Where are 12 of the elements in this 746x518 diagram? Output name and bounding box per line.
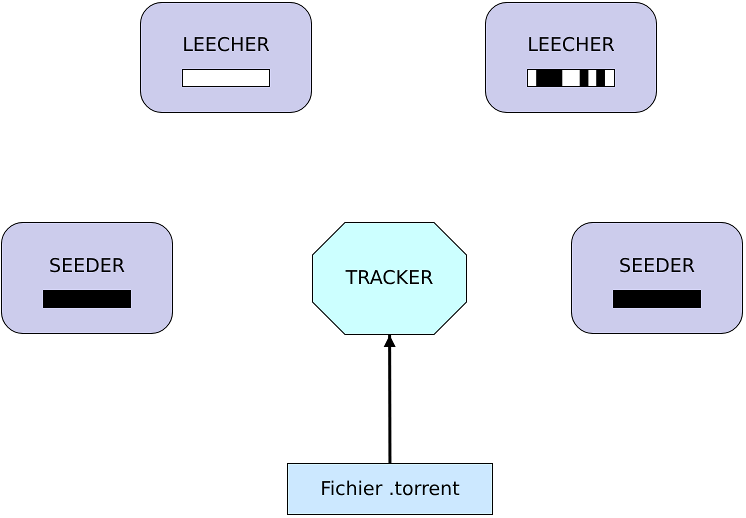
peer-box [1, 222, 173, 334]
arrow [384, 335, 396, 463]
peer-box [140, 2, 312, 113]
node-label: SEEDER [619, 256, 695, 276]
node-label: TRACKER [346, 266, 434, 288]
node-label: LEECHER [527, 36, 615, 55]
node-label: LEECHER [182, 36, 270, 55]
peer-box [571, 222, 743, 334]
node-label: SEEDER [49, 256, 125, 276]
file-box [287, 463, 493, 515]
peer-box [485, 2, 657, 113]
node-label: Fichier .torrent [320, 480, 460, 498]
